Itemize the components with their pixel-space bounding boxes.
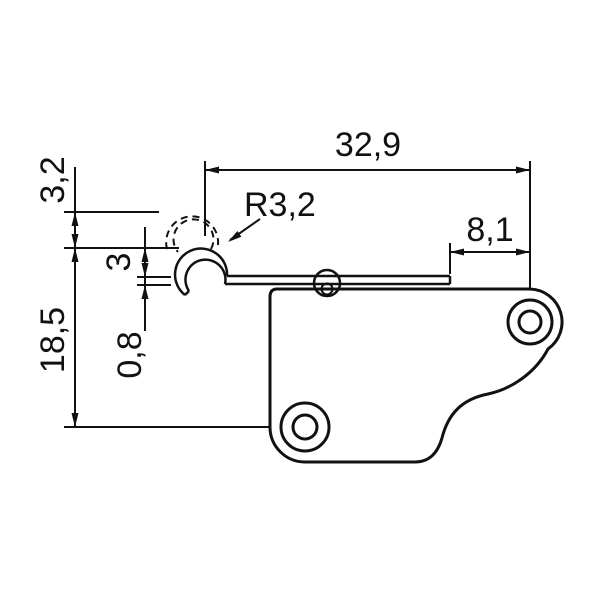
lever-curl-tail-cap — [184, 290, 190, 296]
dim-label-travel: 3,2 — [34, 156, 72, 203]
arrowhead-up-icon — [71, 212, 79, 226]
arrowhead-left-icon — [450, 248, 464, 256]
arrowhead-left-icon — [205, 166, 219, 174]
dim-label-hole-offset: 8,1 — [466, 211, 513, 249]
part-body — [268, 287, 564, 464]
lever-curl-outer — [173, 247, 229, 296]
arrowhead-right-icon — [516, 166, 530, 174]
pivot-outer-circle — [312, 268, 342, 298]
dim-label-overall-height: 18,5 — [34, 307, 72, 373]
arrowhead-right-icon — [516, 248, 530, 256]
lever-curl-inner — [184, 258, 227, 292]
part-body-outline — [268, 287, 564, 464]
ghost-arc-outer — [165, 215, 220, 253]
dim-label-hook-height: 3 — [100, 253, 138, 272]
arrowhead-down-icon — [71, 234, 79, 248]
mounting-hole-top-inner — [517, 309, 543, 335]
arrowhead-up-icon — [71, 248, 79, 262]
arrowhead-down-icon — [71, 413, 79, 427]
pivot-inner-circle — [320, 282, 334, 296]
ghost-released-position — [165, 215, 220, 253]
arrowhead-leader-icon — [228, 231, 242, 242]
arrowheads — [71, 166, 530, 427]
arrowhead-up-icon — [141, 285, 149, 299]
ghost-arc-inner — [172, 218, 215, 253]
arrowhead-down-icon — [141, 263, 149, 277]
lever-pivot — [312, 268, 342, 298]
dim-label-overall-width: 32,9 — [335, 126, 401, 164]
dimension-labels: 32,9 8,1 R3,2 3,2 18,5 3 0,8 — [34, 126, 514, 379]
arrowhead-up-icon — [141, 248, 149, 262]
mounting-hole-bottom-inner — [291, 413, 319, 441]
dim-label-lever-thickness: 0,8 — [111, 331, 149, 378]
dim-label-lever-radius: R3,2 — [244, 186, 316, 224]
